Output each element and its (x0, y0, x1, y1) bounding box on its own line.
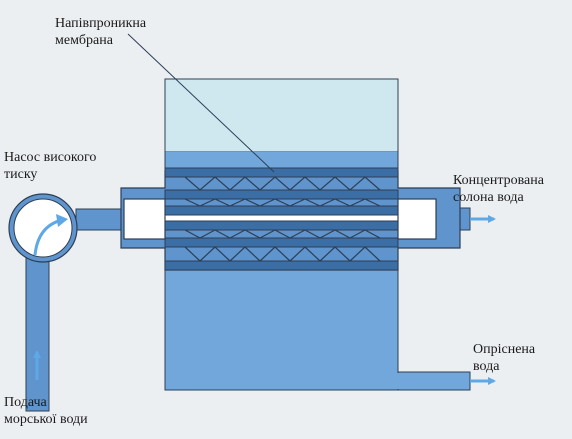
label-fresh-water: Опріснена вода (473, 341, 535, 375)
label-fresh-water-line1: Опріснена (473, 342, 536, 357)
membrane-band-bottom-2 (164, 237, 399, 248)
fresh-water-outlet (397, 371, 471, 391)
label-pump-line2: тиску (4, 167, 38, 182)
membrane-band-top-2 (164, 189, 399, 200)
label-membrane-line2: мембрана (55, 33, 113, 48)
label-membrane-line1: Напівпроникна (55, 16, 147, 31)
label-seawater-feed: Подача морської води (4, 394, 88, 428)
tank-upper (164, 78, 399, 153)
fresh-water-chamber (165, 270, 398, 390)
vessel-end-cap-right (397, 198, 437, 240)
label-seawater-feed-line2: морської води (4, 412, 88, 427)
membrane-band-bottom-1 (164, 220, 399, 231)
pump (8, 193, 78, 263)
feed-pipe (25, 257, 50, 412)
central-channel (164, 214, 399, 222)
label-pump: Насос високого тиску (4, 149, 96, 183)
label-membrane: Напівпроникна мембрана (55, 15, 146, 49)
label-fresh-water-line2: вода (473, 359, 500, 374)
label-pump-line1: Насос високого (4, 150, 97, 165)
membrane-leader-line (127, 33, 275, 173)
label-concentrate-line2: солона вода (453, 190, 524, 205)
pump-outlet-pipe (75, 208, 122, 231)
membrane-band-top-1 (164, 167, 399, 178)
label-concentrate-line1: Концентрована (453, 173, 544, 188)
concentrate-pipe (459, 207, 471, 231)
membrane-band-top-3 (164, 205, 399, 216)
membrane-supports (184, 176, 381, 262)
membrane-band-bottom-3 (164, 260, 399, 271)
vessel-end-cap-left (123, 198, 166, 240)
label-seawater-feed-line1: Подача (4, 395, 47, 410)
label-concentrate: Концентрована солона вода (453, 172, 544, 206)
